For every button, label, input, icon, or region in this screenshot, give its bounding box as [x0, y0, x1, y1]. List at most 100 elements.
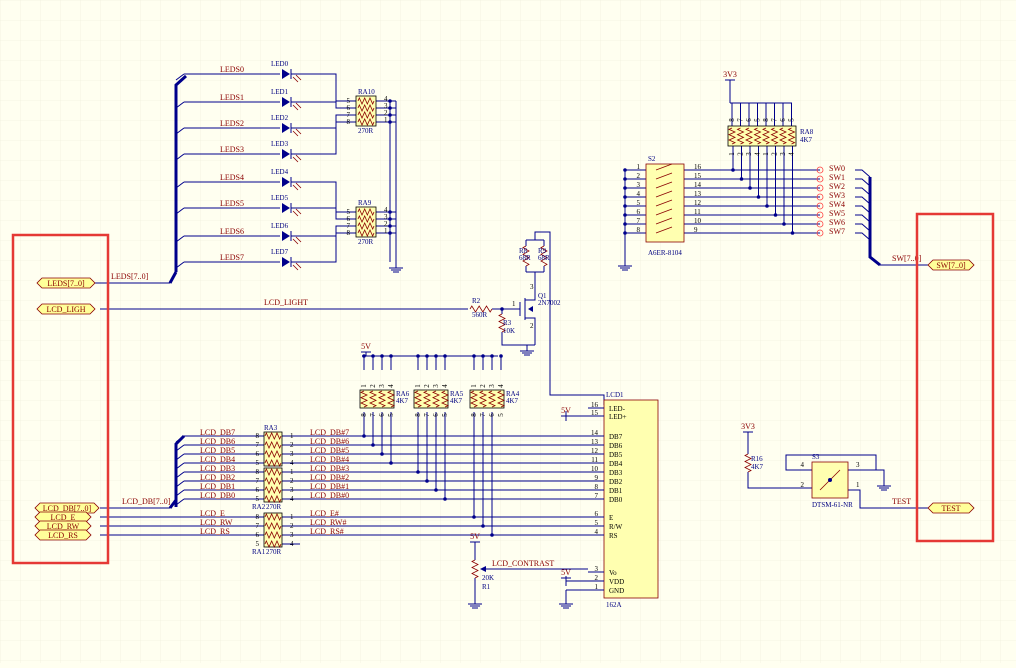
ra8-pin-top: 6 — [779, 118, 787, 122]
junction-dot — [416, 354, 420, 358]
ra9-pin-right: 4 — [384, 206, 388, 214]
q1-ref: Q1 — [538, 292, 547, 300]
ra2-pin-right: 2 — [290, 477, 294, 485]
r1-ref: R1 — [482, 583, 491, 591]
lcd1-pin-name: DB0 — [609, 496, 623, 504]
s3-pin: 1 — [856, 481, 860, 489]
ra9-pin-left: 8 — [347, 229, 351, 237]
sw-net-label: SW5 — [829, 209, 845, 218]
ra4-pin-bottom: 5 — [497, 413, 505, 417]
lcd-dbn-label: LCD_DB#5 — [310, 446, 349, 455]
sw-net-label: SW7 — [829, 227, 845, 236]
sw-net-label: SW1 — [829, 173, 845, 182]
ra6-element — [369, 390, 377, 408]
power-label: 5V — [361, 342, 371, 351]
ra5-element — [432, 390, 440, 408]
test-wire — [848, 489, 930, 509]
lcd1-pin-name: DB6 — [609, 442, 623, 450]
led-icon — [282, 257, 290, 267]
leds-entry — [175, 261, 185, 269]
led-designator: LED0 — [271, 60, 289, 68]
ra3-element — [264, 441, 282, 449]
ra10-pin-right: 4 — [384, 95, 388, 103]
junction-dot — [389, 354, 393, 358]
lcd1-pin-name: LED+ — [609, 413, 627, 421]
port-leds-shape — [36, 277, 96, 289]
junction-dot — [425, 354, 429, 358]
ra4-element — [497, 390, 505, 408]
lcd-db-label: LCD_DB1 — [200, 482, 235, 491]
ra8-pin-top: 7 — [737, 118, 745, 122]
led-ra-wire — [330, 101, 356, 109]
lcd1-pin-number: 5 — [595, 519, 599, 527]
ra8-body — [727, 125, 797, 147]
port-lcd-ligh-shape — [36, 303, 96, 315]
sw-net-marker — [816, 184, 824, 192]
led-designator: LED5 — [271, 194, 289, 202]
ra1-body — [263, 512, 283, 548]
r3-gnd-wire — [501, 332, 527, 346]
led-icon — [282, 177, 290, 187]
ra1-element — [264, 531, 282, 539]
port-lcd-ligh-text: LCD_LIGH — [46, 305, 85, 314]
junction-dot — [623, 177, 627, 181]
leds-net-label: LEDS0 — [220, 65, 244, 74]
s2-pin-right: 16 — [694, 163, 702, 171]
lcd-db-entry — [175, 471, 185, 479]
ra8-pin-top: 7 — [771, 118, 779, 122]
ra2-element — [264, 477, 282, 485]
ra8-pin-bottom: 1 — [762, 152, 770, 156]
leds-bus — [174, 74, 188, 272]
sw-net-marker — [816, 229, 824, 237]
junction-dot — [425, 479, 429, 483]
ra3-element — [264, 432, 282, 440]
junction-dot — [388, 99, 392, 103]
lcd-db-label: LCD_DB7 — [200, 428, 235, 437]
lcd1-pin-number: 6 — [595, 510, 599, 518]
ra9-pin-left: 5 — [347, 208, 351, 216]
ra2-pin-left: 6 — [256, 486, 260, 494]
s2-switch-lever — [655, 172, 673, 180]
wire — [855, 214, 871, 223]
ra1-pin-left: 8 — [256, 513, 260, 521]
leds-net-label: LEDS3 — [220, 145, 244, 154]
r1-resistor — [471, 559, 479, 579]
ra8-pin-top: 6 — [745, 118, 753, 122]
junction-dot — [362, 434, 366, 438]
led-minus-wire — [534, 231, 605, 405]
lcd-db-label: LCD_DB3 — [200, 464, 235, 473]
sw-net-label: SW2 — [829, 182, 845, 191]
leds-net-label: LEDS1 — [220, 93, 244, 102]
lcd1-pin-name: RS — [609, 532, 618, 540]
ra10-pin-right: 3 — [384, 102, 388, 110]
leds-entry — [175, 181, 185, 189]
lcd1-pin-number: 9 — [595, 474, 599, 482]
ra1-pin-left: 6 — [256, 531, 260, 539]
s2-pin-left: 1 — [637, 163, 641, 171]
junction-dot — [388, 217, 392, 221]
lcd1-pin-number: 3 — [595, 565, 599, 573]
s2-value: A6ER-8104 — [648, 249, 682, 257]
junction-dot — [388, 106, 392, 110]
lcd-db-label: LCD_DB5 — [200, 446, 235, 455]
ra5-body — [413, 389, 449, 409]
lcd1-pin-name: GND — [609, 587, 624, 595]
s2-switch-lever — [655, 181, 673, 189]
lcd1-pin-name: DB4 — [609, 460, 623, 468]
junction-dot — [371, 443, 375, 447]
lcd1-value: 162A — [606, 601, 622, 609]
sw-net-marker — [816, 211, 824, 219]
ra10-value: 270R — [358, 127, 374, 135]
ra5-pin-bottom: 8 — [414, 413, 422, 417]
ra8-pin-top: 5 — [754, 118, 762, 122]
ra6-pin-bottom: 6 — [378, 413, 386, 417]
led-ra-wire — [330, 181, 356, 213]
led-ray — [295, 208, 302, 215]
junction-dot — [371, 354, 375, 358]
ra2-body — [263, 467, 283, 503]
junction-dot — [623, 222, 627, 226]
lcd-db-entry — [175, 435, 185, 443]
lcd-db-bus-label: LCD_DB[7..0] — [122, 497, 171, 506]
r16-value: 4K7 — [751, 463, 764, 471]
led-ray — [292, 238, 299, 245]
